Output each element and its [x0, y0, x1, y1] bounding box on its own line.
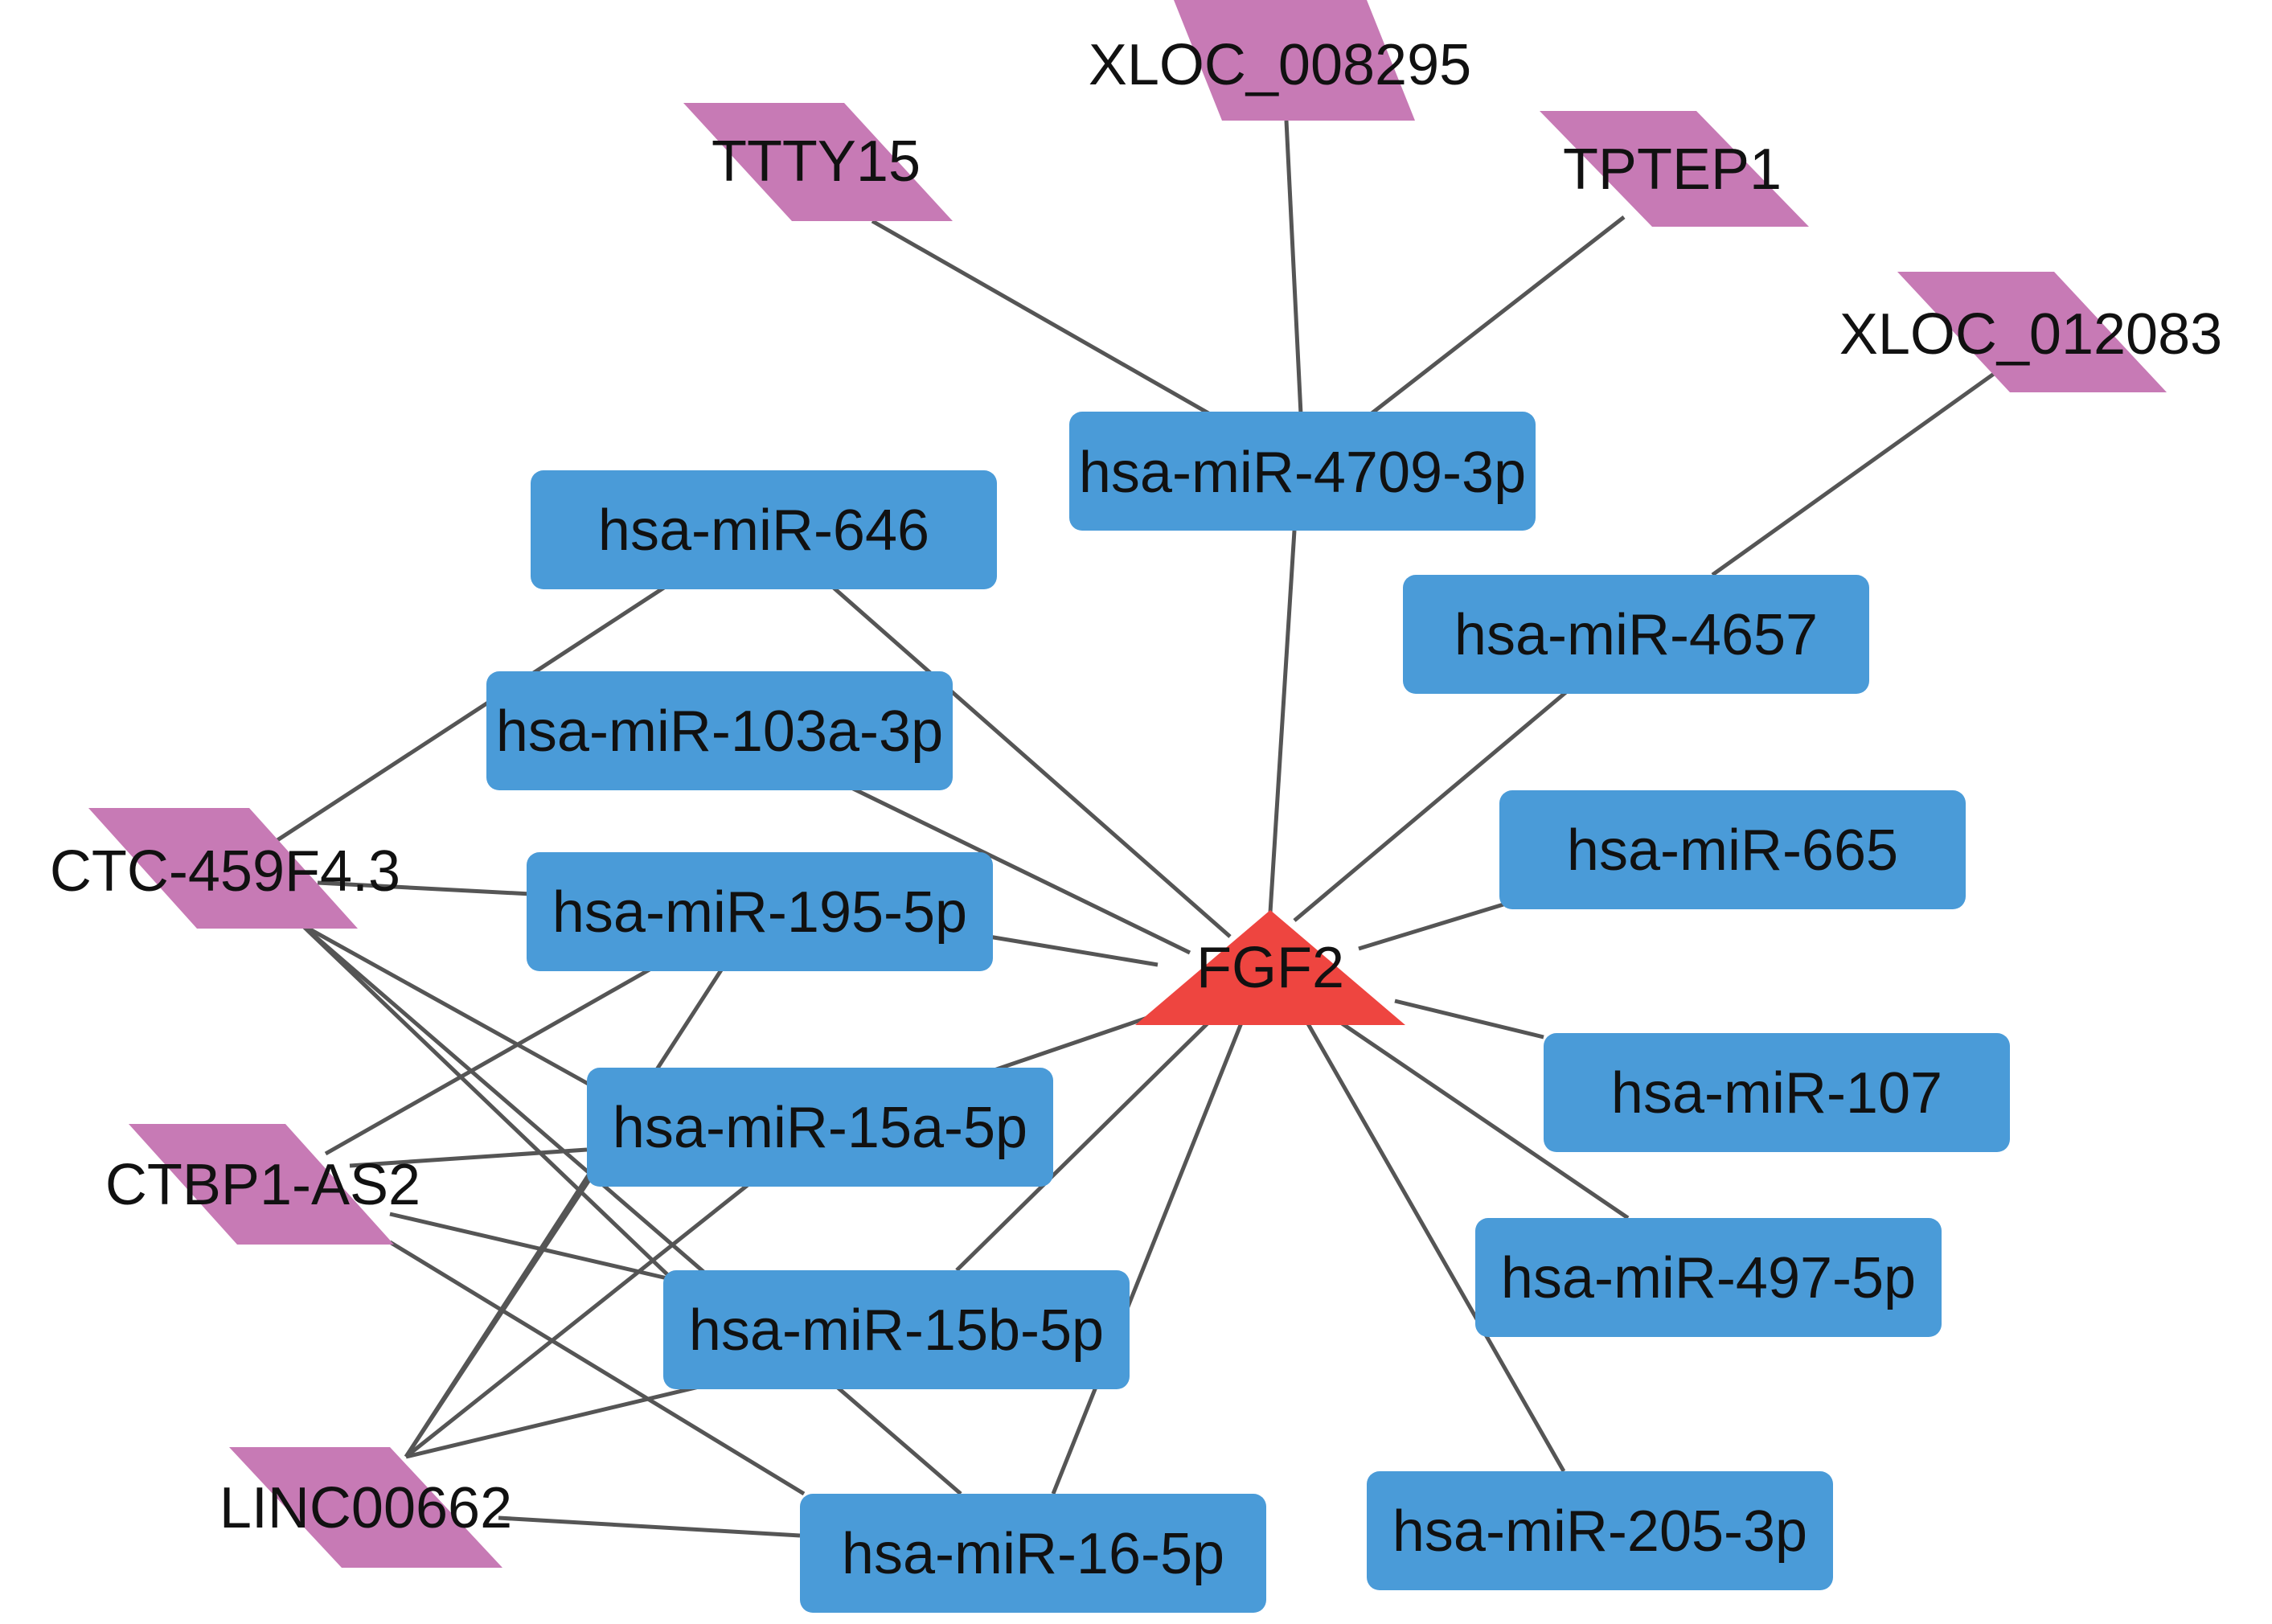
node-mir-107-shape [1544, 1033, 2010, 1152]
edge-fgf2-mir-646 [826, 581, 1232, 938]
label-mir-16-5p: hsa-miR-16-5p [842, 1522, 1224, 1586]
edge-linc-mir-15a-5p [404, 1172, 596, 1458]
edge-linc-mir-16-5p [498, 1515, 801, 1538]
edge-fgf2-mir-107 [1394, 999, 1544, 1040]
label-xloc-008295: XLOC_008295 [1089, 33, 1471, 97]
label-xloc-012083: XLOC_012083 [1839, 302, 2222, 367]
edge-ctbp1-mir-15a-5p [349, 1147, 588, 1168]
label-mir-646: hsa-miR-646 [598, 498, 929, 563]
edge-fgf2-mir-665 [1358, 902, 1504, 951]
edge-fgf2-mir-15a-5p [984, 1015, 1150, 1076]
edge-fgf2-mir-497-5p [1325, 1011, 1630, 1220]
label-mir-205-3p: hsa-miR-205-3p [1392, 1499, 1807, 1564]
label-ttty15: TTTY15 [712, 129, 921, 194]
edge-ctbp1-mir-195-5p [324, 964, 657, 1156]
edge-mir-4709-3p-tptep1 [1369, 215, 1626, 416]
node-mir-4709-3p-shape [1069, 412, 1536, 531]
label-ctc-459f4-3: CTC-459F4.3 [50, 839, 400, 904]
node-mir-103a-3p-shape [486, 671, 953, 790]
label-mir-665: hsa-miR-665 [1567, 818, 1898, 883]
node-mir-665-shape [1499, 790, 1966, 909]
label-fgf2: FGF2 [1196, 936, 1344, 1000]
edge-ctbp1-mir-16-5p [388, 1240, 806, 1496]
edge-fgf2-mir-4709-3p [1268, 530, 1297, 913]
edge-mir-4657-xloc-012083 [1711, 371, 1995, 577]
edge-fgf2-mir-103a-3p [847, 784, 1191, 955]
mirna-nodes [486, 412, 2010, 1613]
label-mir-195-5p: hsa-miR-195-5p [552, 880, 967, 945]
node-fgf2-shape [1135, 910, 1405, 1025]
edge-linc-mir-103a-3p-low [404, 1180, 753, 1458]
label-linc00662: LINC00662 [219, 1476, 512, 1540]
edge-ctc-mir-15a-5p [300, 922, 593, 1088]
edge-fgf2-mir-195-5p [988, 934, 1159, 967]
labels: XLOC_008295 TTTY15 TPTEP1 XLOC_012083 CT… [50, 33, 2222, 1586]
node-xloc-012083-shape [1897, 272, 2167, 392]
edge-fgf2-mir-4657 [1293, 686, 1573, 922]
node-ctc-459f4-3-shape [88, 808, 358, 929]
node-mir-497-5p-shape [1475, 1218, 1942, 1337]
label-mir-15b-5p: hsa-miR-15b-5p [689, 1298, 1104, 1363]
lncrna-nodes [88, 0, 2167, 1568]
node-mir-15b-5p-shape [663, 1270, 1130, 1389]
node-mir-205-3p-shape [1367, 1471, 1833, 1590]
edge-fgf2-mir-15b-5p [955, 1019, 1212, 1272]
edge-ctbp1-mir-15b-5p [389, 1212, 668, 1281]
label-mir-107: hsa-miR-107 [1611, 1061, 1942, 1126]
node-mir-16-5p-shape [800, 1494, 1266, 1613]
edge-ctc-mir-15b-5p [300, 923, 673, 1280]
edge-linc-mir-15b-5p [405, 1380, 716, 1459]
edge-mir-4709-3p-xloc-008295 [1284, 120, 1303, 415]
node-linc00662-shape [229, 1447, 502, 1568]
node-tptep1-shape [1540, 111, 1809, 227]
label-mir-497-5p: hsa-miR-497-5p [1501, 1246, 1916, 1310]
edge-ctc-mir-16-5p [300, 923, 962, 1495]
edge-fgf2-mir-16-5p [1051, 1020, 1245, 1495]
node-xloc-008295-shape [1174, 0, 1415, 121]
node-mir-15a-5p-shape [587, 1068, 1053, 1187]
node-mir-4657-shape [1403, 575, 1869, 694]
label-tptep1: TPTEP1 [1563, 137, 1782, 202]
label-mir-15a-5p: hsa-miR-15a-5p [613, 1096, 1027, 1160]
label-mir-4709-3p: hsa-miR-4709-3p [1079, 441, 1526, 505]
edge-mir-4709-3p-ttty15 [871, 219, 1212, 416]
label-ctbp1-as2: CTBP1-AS2 [105, 1153, 420, 1217]
label-mir-103a-3p: hsa-miR-103a-3p [496, 699, 943, 764]
node-mir-195-5p-shape [527, 852, 993, 971]
node-ctbp1-as2-shape [129, 1124, 394, 1245]
edges [276, 120, 1995, 1538]
edge-fgf2-mir-205-3p [1304, 1019, 1566, 1473]
node-ttty15-shape [683, 103, 953, 221]
node-mir-646-shape [531, 470, 997, 589]
edge-ctc-mir-646 [276, 580, 673, 843]
label-mir-4657: hsa-miR-4657 [1454, 603, 1818, 667]
edge-ctc-mir-195-5p [317, 880, 531, 896]
